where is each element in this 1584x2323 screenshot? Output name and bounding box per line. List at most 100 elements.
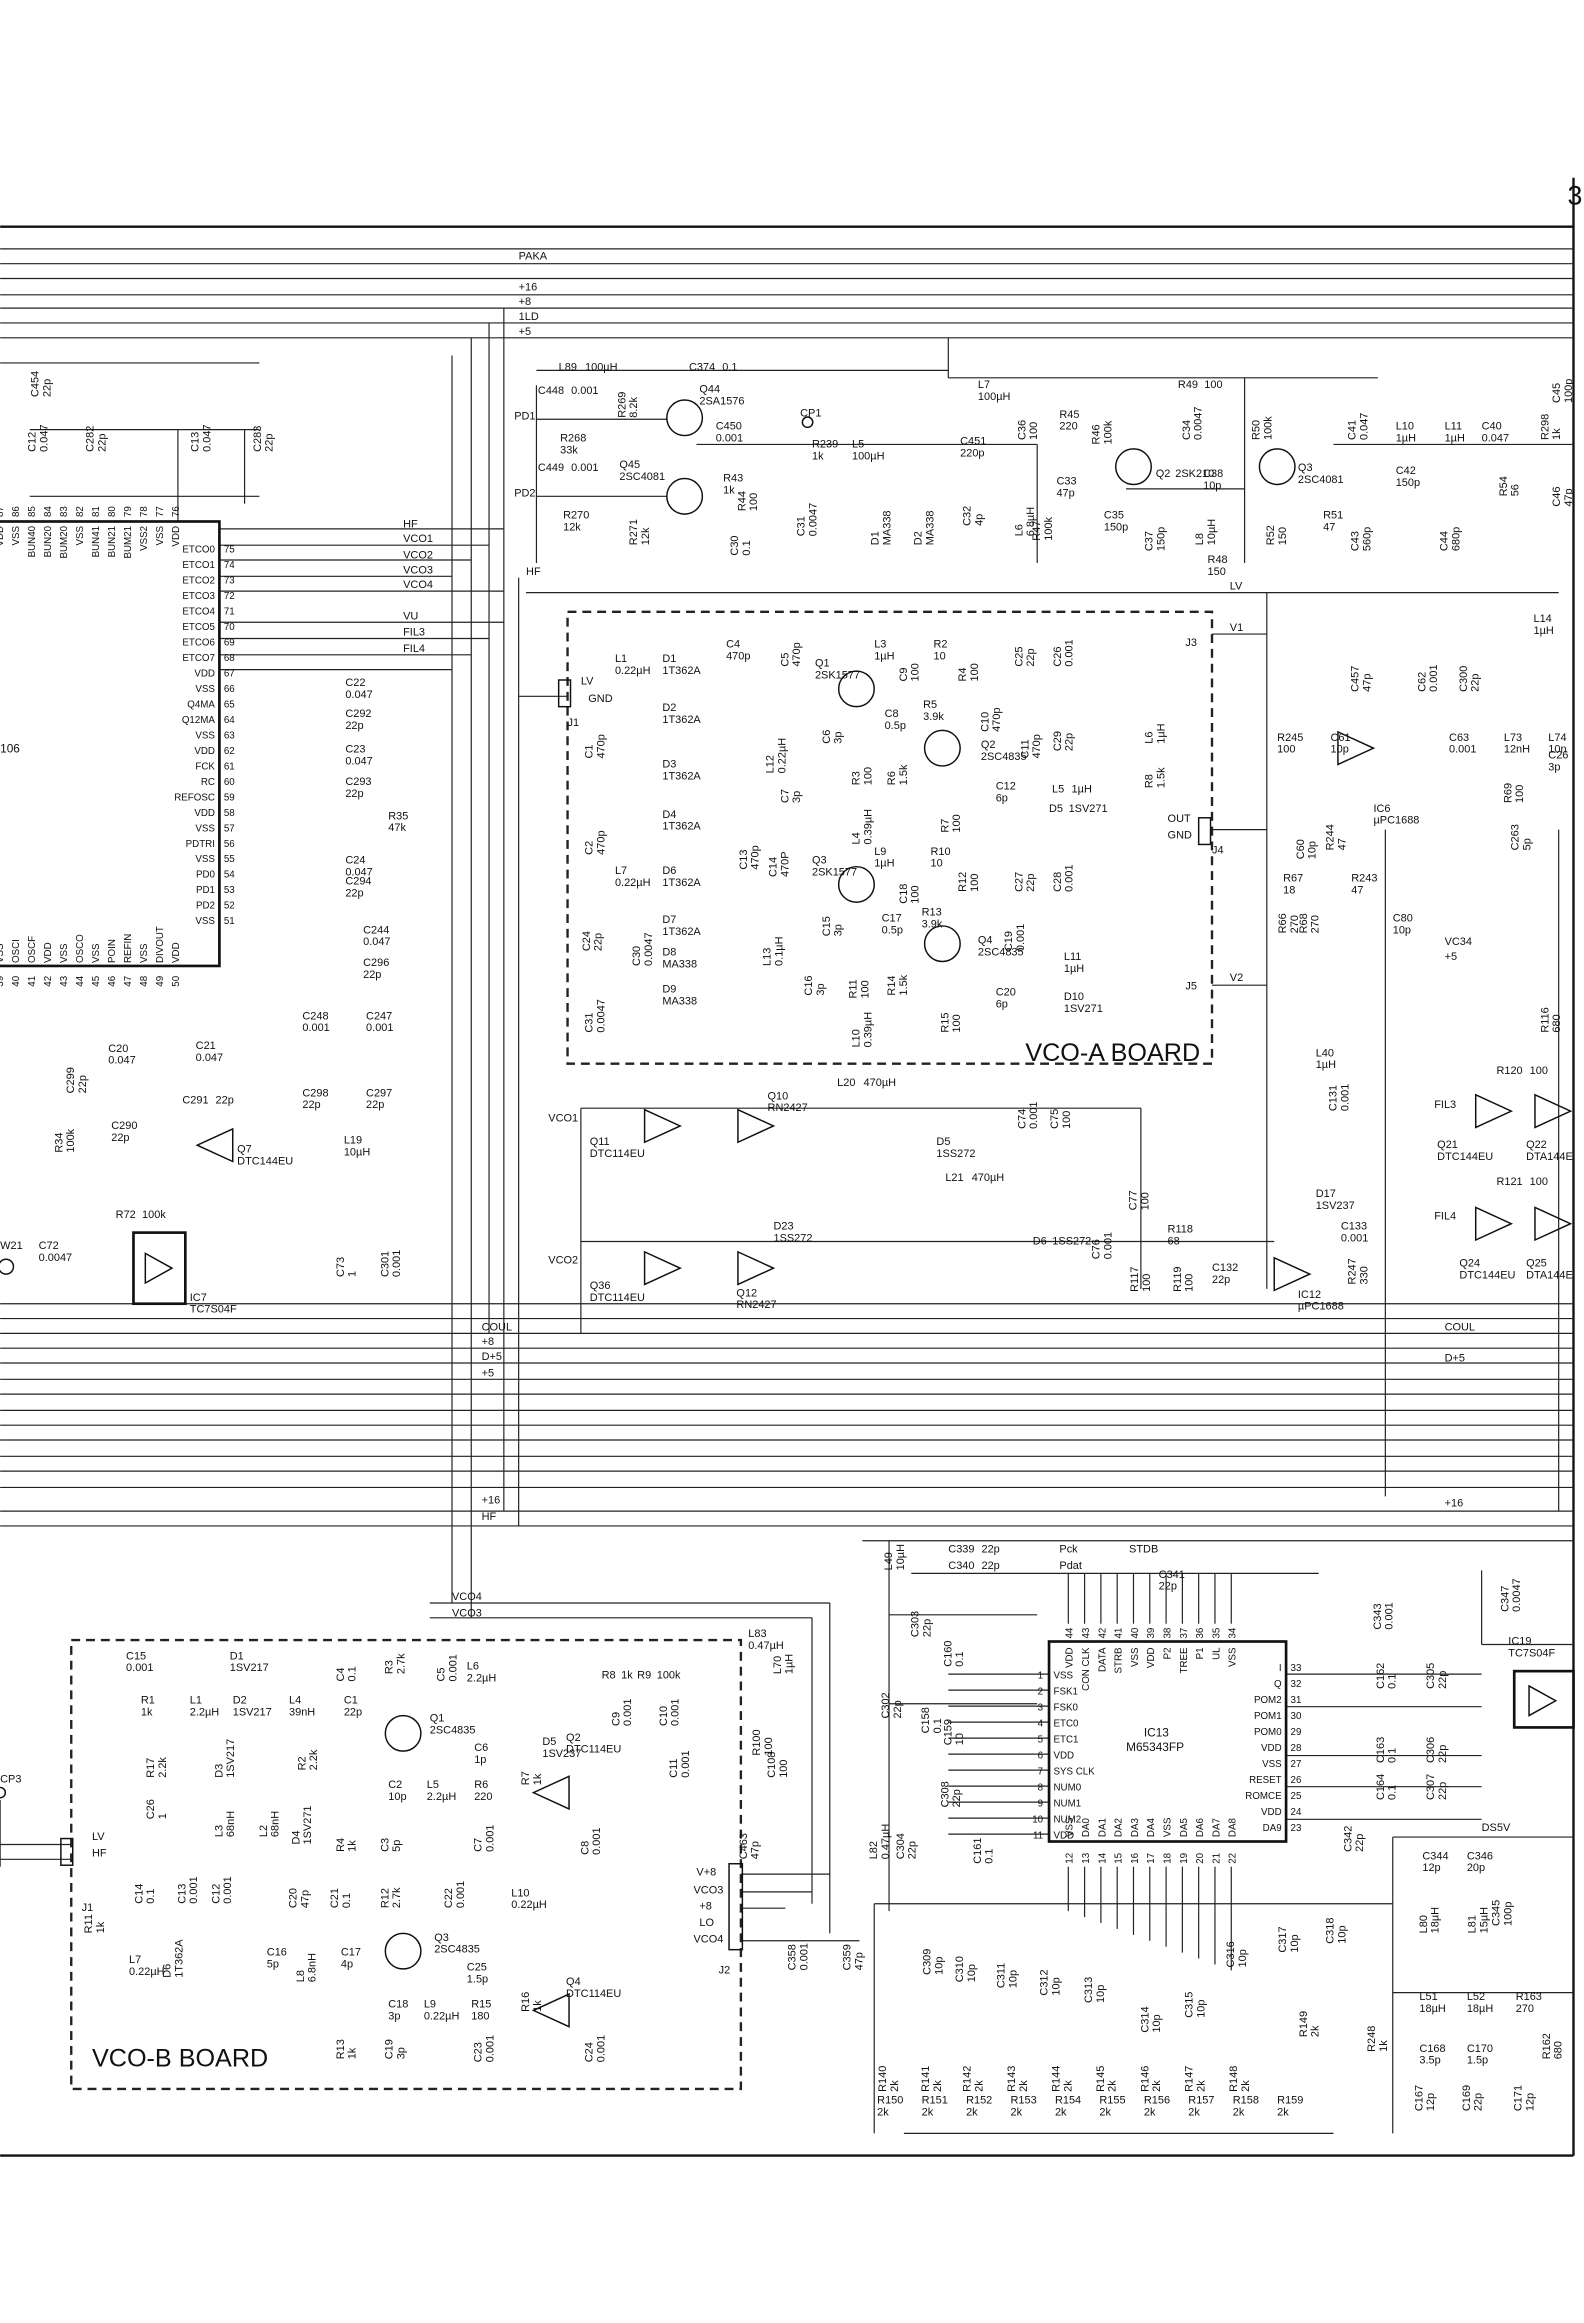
component-ref: D10 xyxy=(1064,991,1084,1003)
component-value: 2.7k xyxy=(391,1887,403,1908)
component-ref: C7 xyxy=(473,1838,485,1852)
pin-number: 18 xyxy=(1163,1853,1174,1864)
component-ref: Q4 xyxy=(566,1976,581,1988)
component-ref: C8 xyxy=(579,1841,591,1855)
component-value: 150 xyxy=(1208,566,1226,578)
ic13-ref: IC13 xyxy=(1144,1725,1169,1739)
pin-name: VSS xyxy=(155,525,166,545)
component-value: 2k xyxy=(932,2080,944,2092)
component-ref: C22 xyxy=(345,677,365,689)
pin-number: 48 xyxy=(139,976,150,987)
net-label: J1 xyxy=(82,1902,94,1914)
ic7-inverter-body xyxy=(132,1231,187,1306)
component-ref: R12 xyxy=(379,1888,391,1908)
component-ref: C5 xyxy=(779,653,791,667)
component-value: DTA144E xyxy=(1526,1151,1573,1163)
component-value: 0.047 xyxy=(345,689,372,701)
component-value: 470µH xyxy=(972,1172,1005,1184)
component-value: 1SV237 xyxy=(542,1748,581,1760)
component-ref: C26 xyxy=(1052,647,1064,667)
component-ref: C20 xyxy=(108,1043,128,1055)
component-value: 22p xyxy=(345,887,363,899)
component-value: 100k xyxy=(142,1209,166,1221)
component-value: 47p xyxy=(299,1890,311,1908)
pin-name: DIVOUT xyxy=(155,926,166,963)
component-value: 100 xyxy=(778,1760,790,1778)
component-ref: R117 xyxy=(1129,1266,1141,1291)
component-value: 3p xyxy=(833,732,845,744)
net-label: 1LD xyxy=(519,311,539,323)
component-value: 1T362A xyxy=(662,714,701,726)
component-ref: C21 xyxy=(196,1040,216,1052)
net-label: VCO3 xyxy=(452,1607,482,1619)
component-ref: C3 xyxy=(379,1838,391,1852)
component-ref: Q24 xyxy=(1459,1258,1480,1270)
component-ref: C312 xyxy=(1039,1969,1051,1995)
component-ref: C14 xyxy=(133,1884,145,1904)
pin-name: ETC0 xyxy=(1053,1719,1079,1730)
component-ref: C30 xyxy=(631,946,643,966)
pin-number: 38 xyxy=(1163,1628,1174,1639)
component-value: 68nH xyxy=(270,1811,282,1837)
pin-number: 74 xyxy=(224,560,235,571)
component-value: 1µH xyxy=(1156,723,1168,743)
component-value: 2SC4835 xyxy=(981,751,1027,763)
pin-name: VSS xyxy=(139,943,150,963)
component-ref: C26 xyxy=(145,1799,157,1819)
component-ref: R140 xyxy=(877,2066,889,2092)
pin-number: 42 xyxy=(43,976,54,987)
component-ref: Q3 xyxy=(812,855,827,867)
pin-name: POM1 xyxy=(1254,1711,1282,1722)
component-value: 5p xyxy=(1522,838,1534,850)
component-ref: L14 xyxy=(1533,613,1551,625)
component-ref: C346 xyxy=(1467,1850,1493,1862)
component-value: 100p xyxy=(1563,379,1575,403)
pin-number: 26 xyxy=(1291,1775,1302,1786)
pin-number: 81 xyxy=(91,506,102,517)
component-value: 1.5k xyxy=(898,974,910,995)
component-ref: C263 xyxy=(1510,824,1522,850)
net-label: LO xyxy=(699,1917,714,1929)
pin-number: 76 xyxy=(171,506,182,517)
component-ref: R144 xyxy=(1050,2066,1062,2092)
component-value: 2SK210 xyxy=(1175,468,1214,480)
pin-name: VDD xyxy=(194,808,215,819)
component-ref: C42 xyxy=(1396,465,1416,477)
component-value: 0.1 xyxy=(1387,1785,1399,1800)
component-value: 2k xyxy=(877,2107,889,2119)
ic13-part: M65343FP xyxy=(1126,1740,1184,1754)
component-ref: R34 xyxy=(53,1133,65,1153)
component-value: 2k xyxy=(1099,2107,1111,2119)
component-ref: R9 xyxy=(637,1670,651,1682)
